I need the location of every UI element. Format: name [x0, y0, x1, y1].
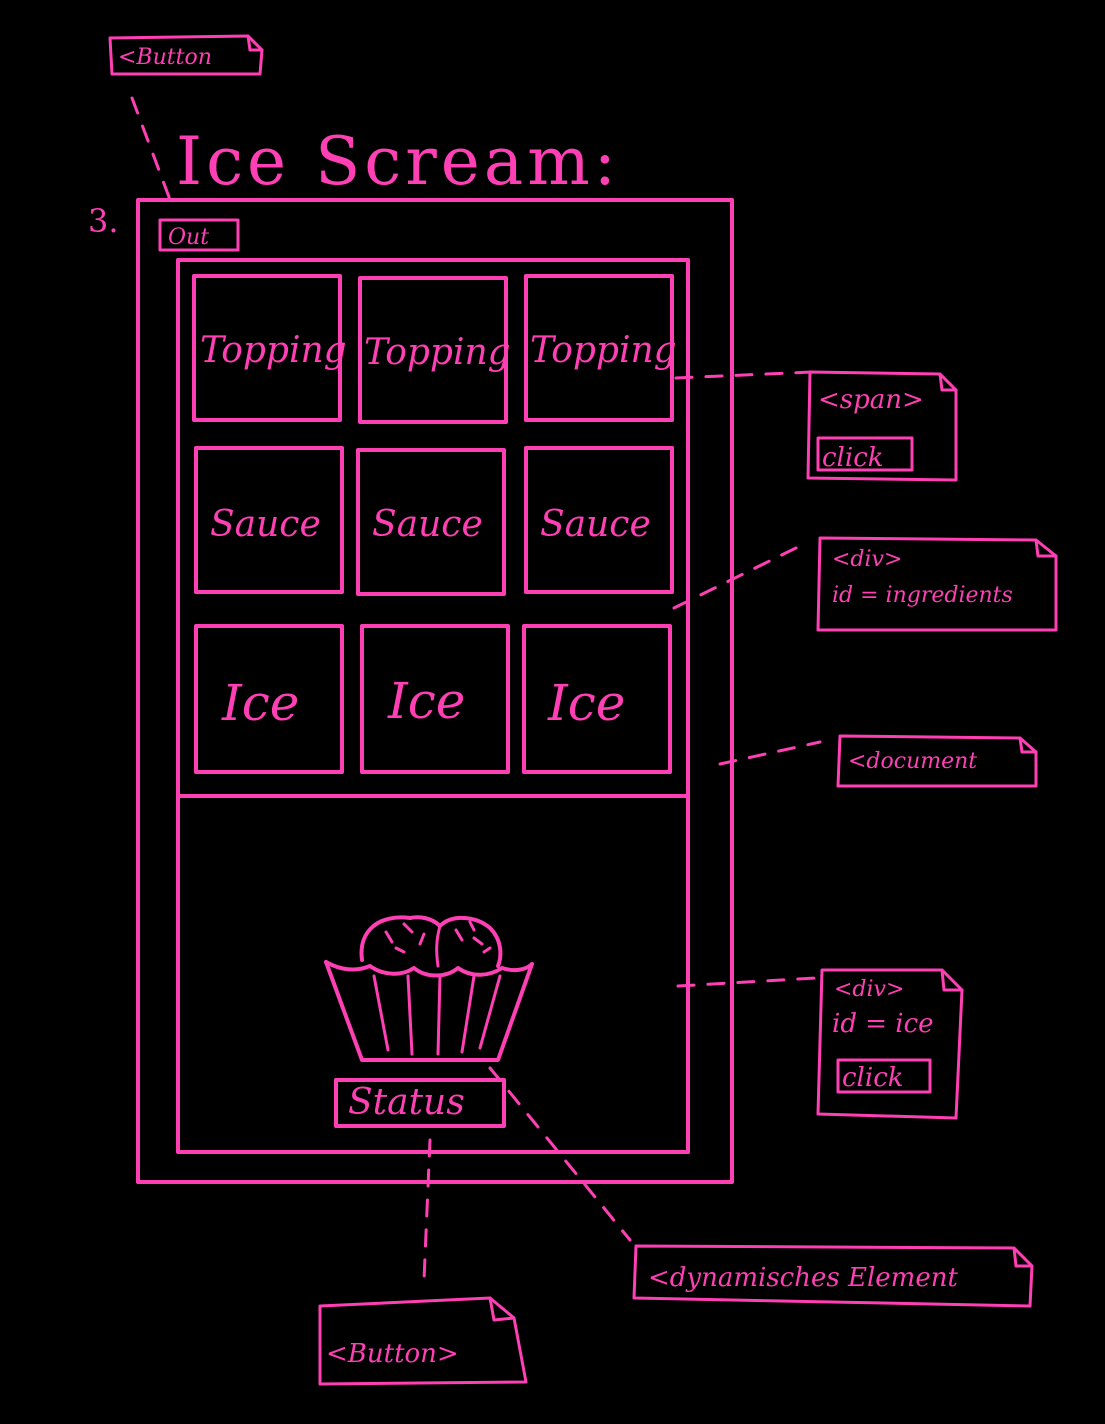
note-bottom-button: <Button> [318, 1296, 528, 1386]
sauce-label: Sauce [210, 504, 321, 545]
connector-document [718, 740, 822, 766]
out-button-label: Out [168, 225, 209, 250]
sauce-tile[interactable]: Sauce [194, 446, 344, 594]
note-ingredients-div: <div> id = ingredients [816, 536, 1058, 632]
note-document: <document [836, 734, 1038, 788]
phone-frame [136, 198, 734, 1184]
ingredient-row-sauce: Sauce Sauce Sauce [194, 446, 674, 596]
ice-container[interactable] [176, 794, 690, 1154]
topping-label: Topping [364, 332, 511, 373]
note-top-button-label: <Button [118, 45, 212, 70]
note-ice-tag: <div> [834, 977, 904, 1002]
ice-tile[interactable]: Ice [522, 624, 672, 774]
sauce-label: Sauce [372, 504, 483, 545]
connector-ingredients [672, 544, 802, 610]
topping-tile[interactable]: Topping [358, 276, 511, 424]
status-button[interactable]: Status [334, 1078, 506, 1128]
connector-ice-div [676, 976, 818, 988]
note-dynamic-tag: <dynamisches Element [648, 1263, 958, 1293]
sauce-label: Sauce [540, 504, 651, 545]
topping-tile[interactable]: Topping [192, 274, 347, 422]
note-ice-event: click [842, 1063, 904, 1093]
topping-label: Topping [530, 330, 677, 371]
note-ingredients-tag: <div> [832, 547, 902, 572]
topping-label: Topping [200, 330, 347, 371]
note-dynamic-element: <dynamisches Element [632, 1244, 1034, 1308]
note-bottom-button-tag: <Button> [326, 1339, 459, 1369]
sauce-tile[interactable]: Sauce [356, 448, 506, 596]
note-ice-div: <div> id = ice click [816, 968, 964, 1120]
note-span: <span> click [806, 370, 958, 482]
page-title: Ice Scream: [176, 123, 620, 200]
connector-bottom-button [422, 1138, 432, 1282]
note-ingredients-attr: id = ingredients [832, 583, 1013, 608]
ice-tile[interactable]: Ice [194, 624, 344, 774]
note-top-button: <Button [108, 34, 264, 76]
ingredient-row-ice: Ice Ice Ice [194, 624, 672, 774]
out-button[interactable]: Out [158, 218, 240, 252]
ice-label: Ice [221, 674, 299, 732]
note-ice-attr: id = ice [832, 1009, 934, 1039]
connector-span [674, 370, 814, 380]
ice-tile[interactable]: Ice [360, 624, 510, 774]
ingredient-row-topping: Topping Topping Topping [192, 274, 677, 424]
note-span-tag: <span> [818, 385, 924, 415]
connector-dynamic [488, 1066, 632, 1242]
sauce-tile[interactable]: Sauce [524, 446, 674, 594]
status-button-label: Status [348, 1082, 465, 1123]
ice-label: Ice [387, 672, 465, 730]
connector-top-button [130, 96, 174, 207]
ice-label: Ice [547, 674, 625, 732]
topping-tile[interactable]: Topping [524, 274, 677, 422]
note-document-tag: <document [848, 749, 977, 774]
step-number: 3. [88, 202, 119, 240]
note-span-event: click [822, 443, 884, 473]
ice-cream-cup-icon [324, 915, 534, 1062]
